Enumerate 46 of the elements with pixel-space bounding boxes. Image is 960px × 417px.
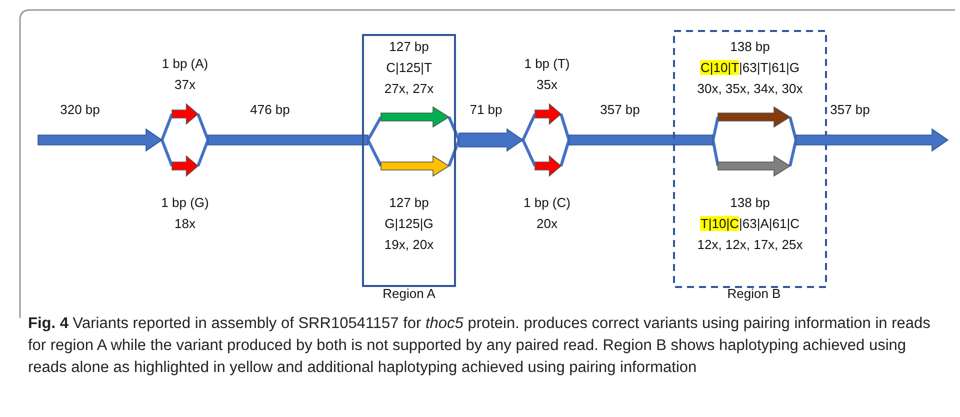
junction-line [448,116,460,141]
junction-line [788,116,798,140]
sequence-label: 138 bp [730,39,770,54]
sequence-label: 71 bp [470,102,502,117]
sequence-label: |63|A|61|C [739,216,800,231]
junction-line [448,139,460,167]
figure-caption: Fig. 4 Variants reported in assembly of SRR10541157 for thoc5 protein. produces correct variants using pairing information in reads for region A while the variant produced by both is not supported by any paired read. Region B shows haplotyping achieved using reads alone as highlighted in yellow and additional haplotyping achieved using pairing information [28,314,932,378]
junction-line [160,113,174,141]
sequence-label: 127 bp [389,39,429,54]
junction-line [712,116,720,140]
sequence-label: 18x [174,216,196,231]
sequence-label: T|10|C [700,216,740,231]
sequence-label: 20x [536,216,558,231]
junction-line [196,139,210,167]
sequence-label: C|125|T [386,60,432,75]
junction-line [522,139,536,167]
sequence-label: 357 bp [830,102,870,117]
sequence-label: 35x [536,77,558,92]
sequence-label: G|125|G [384,216,434,231]
sequence-label: 1 bp (T) [524,56,570,71]
region-label: Region B [727,286,781,301]
junction-line [712,140,720,166]
sequence-label: 127 bp [389,195,429,210]
junction-line [366,139,382,167]
sequence-label: 138 bp [730,195,770,210]
sequence-label: 27x, 27x [384,81,434,96]
region-label: Region A [382,286,436,301]
junction-line [788,140,798,166]
sequence-label: 37x [174,77,196,92]
junction-line [196,113,210,141]
sequence-label: 476 bp [250,102,290,117]
junction-line [160,139,174,167]
junction-line [366,116,382,141]
sequence-label: 30x, 35x, 34x, 30x [697,81,803,96]
junction-line [522,113,536,141]
sequence-label: 1 bp (C) [524,195,570,210]
sequence-label: 357 bp [600,102,640,117]
sequence-label: 12x, 12x, 17x, 25x [697,237,803,252]
sequence-label: 1 bp (A) [162,56,208,71]
sequence-label: 320 bp [60,102,100,117]
sequence-label: |63|T|61|G [739,60,800,75]
junction-line [560,114,570,140]
junction-line [560,140,570,166]
sequence-label: 19x, 20x [384,237,434,252]
sequence-label: C|10|T [700,60,740,75]
sequence-label: 1 bp (G) [161,195,209,210]
